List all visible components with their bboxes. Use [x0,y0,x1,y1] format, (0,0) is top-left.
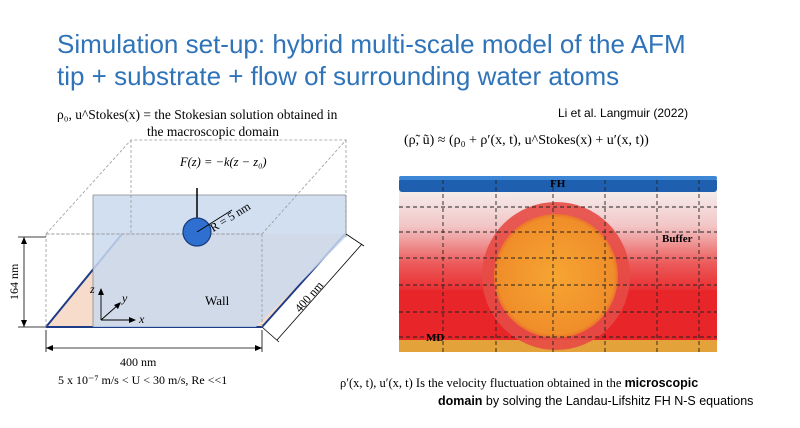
slide-title: Simulation set-up: hybrid multi-scale mo… [57,28,777,92]
left-caption-line-2: the macroscopic domain [147,124,279,139]
fluctuation-prefix: ρ′(x, t), u′(x, t) Is the velocity fluct… [340,376,625,390]
velocity-range-text: 5 x 10⁻⁷ m/s < U < 30 m/s, Re <<1 [58,373,228,387]
fh-layer [399,178,717,192]
axis-x-label: x [138,312,145,326]
left-caption: ρ₀, u^Stokes(x) = the Stokesian solution… [57,106,337,140]
title-line-2: tip + substrate + flow of surrounding wa… [57,61,620,91]
md-label: MD [426,332,444,344]
fluctuation-bold-2: domain [438,394,483,408]
fluctuation-line-1: ρ′(x, t), u′(x, t) Is the velocity fluct… [340,374,753,392]
wall-label: Wall [205,293,230,308]
citation: Li et al. Langmuir (2022) [558,106,689,120]
width-dimension-label: 400 nm [120,355,157,369]
md-simulation-image: FH Buffer MD [399,176,717,352]
force-label: F(z) = −k(z − z₀) [179,155,267,169]
axis-z-label: z [89,282,95,296]
title-line-1: Simulation set-up: hybrid multi-scale mo… [57,29,686,59]
buffer-label: Buffer [662,233,693,245]
fluctuation-bold-1: microscopic [624,376,699,390]
axis-y-label: y [121,291,128,305]
fluctuation-suffix: by solving the Landau-Lifshitz FH N-S eq… [482,394,754,408]
stokes-domain [93,195,346,327]
left-caption-line-1: ρ₀, u^Stokes(x) = the Stokesian solution… [57,107,338,122]
fh-label: FH [550,178,566,190]
fluctuation-line-2: domain by solving the Landau-Lifshitz FH… [340,392,753,410]
fluctuation-explanation: ρ′(x, t), u′(x, t) Is the velocity fluct… [340,374,753,410]
height-dimension-label: 164 nm [7,263,21,300]
decomposition-equation: (ρ̃, ũ) ≈ (ρ₀ + ρ′(x, t), u^Stokes(x) + … [404,133,649,148]
